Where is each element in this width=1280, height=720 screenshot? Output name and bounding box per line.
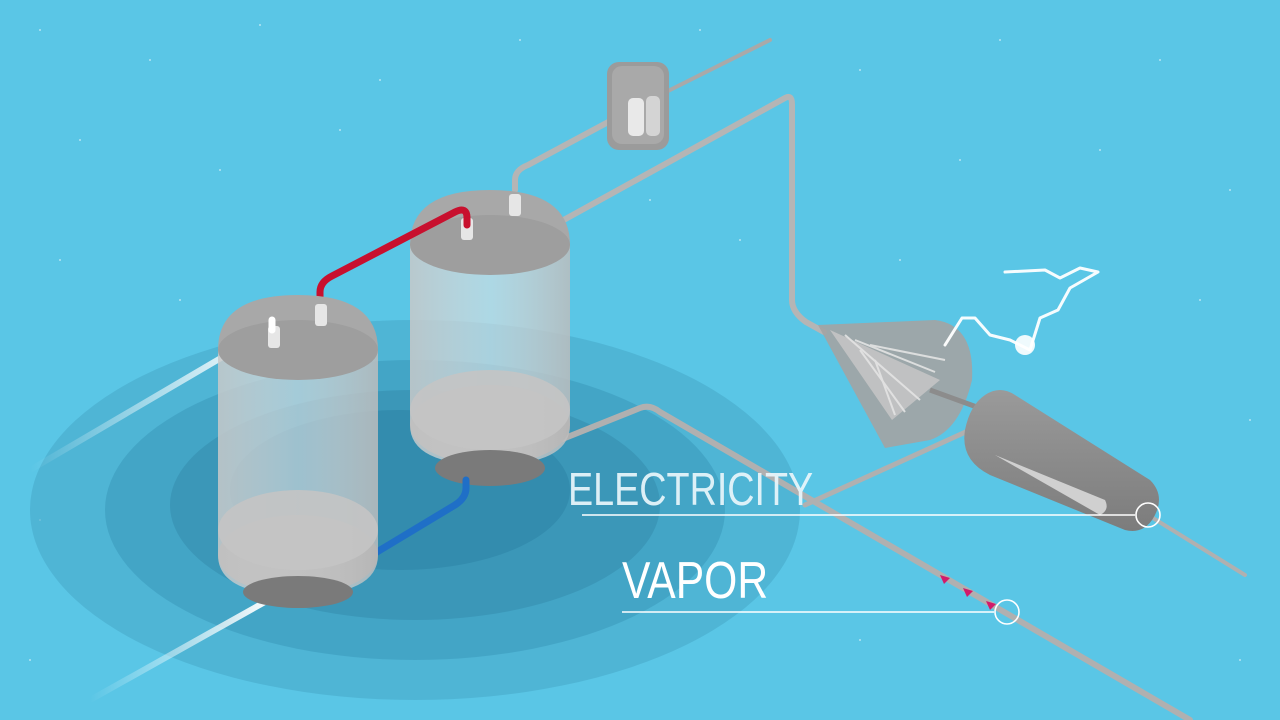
valve-icon xyxy=(607,62,669,150)
electricity-label: ELECTRICITY xyxy=(568,463,814,515)
hot-pipe xyxy=(316,206,471,309)
leader-lines xyxy=(582,502,1161,625)
lightning-icon xyxy=(943,266,1100,355)
vapor-flow-arrows xyxy=(940,575,996,610)
tank-icon xyxy=(410,190,570,486)
generator-icon xyxy=(964,390,1159,531)
tank-icon xyxy=(218,295,378,608)
vapor-label: VAPOR xyxy=(622,552,769,610)
cold-pipe xyxy=(368,476,470,559)
turbine-icon xyxy=(818,320,986,448)
steam-pipes xyxy=(512,38,1247,720)
